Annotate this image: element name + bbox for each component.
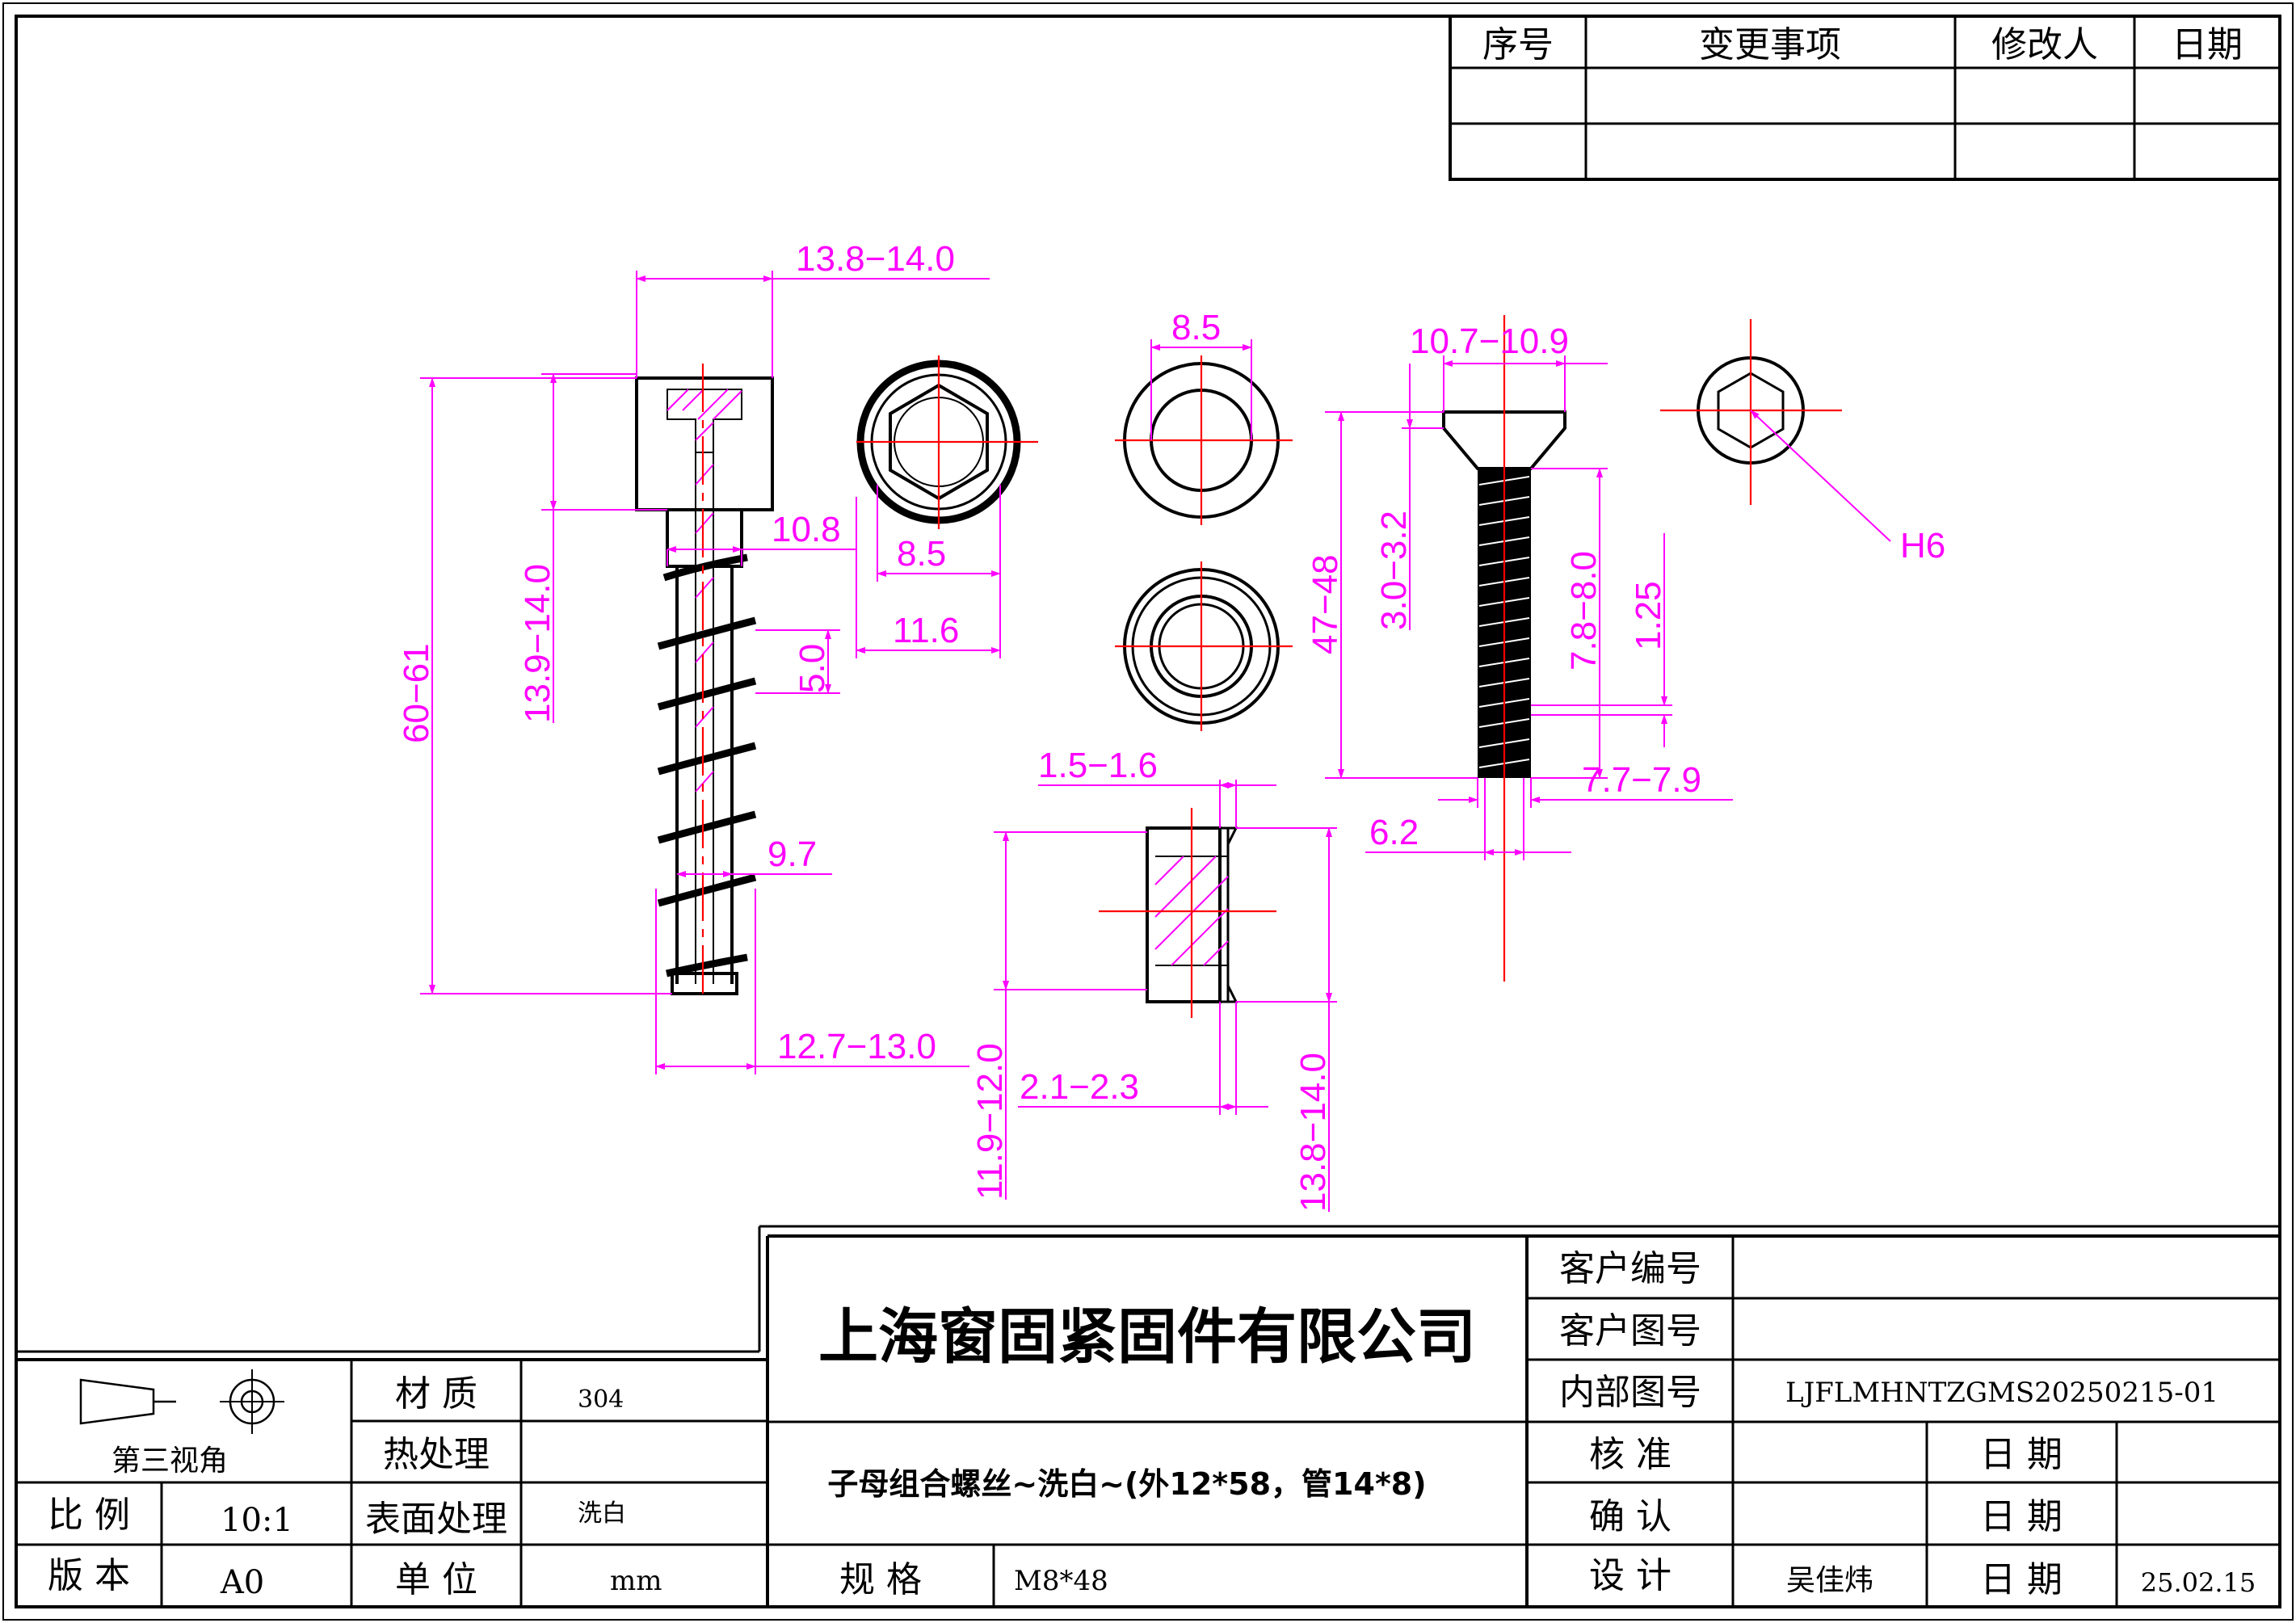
bolt-socket-view: H6 <box>1660 319 1945 566</box>
dim-sleeve-outer: 13.8−14.0 <box>1293 1053 1333 1212</box>
revision-header-item: 变更事项 <box>1699 24 1841 65</box>
version-value: A0 <box>220 1564 264 1601</box>
outer-screw-front-view <box>856 355 1038 529</box>
dim-hex-socket-size: H6 <box>1900 526 1945 566</box>
version-label: 版 本 <box>48 1555 130 1596</box>
revision-header-editor: 修改人 <box>1991 24 2098 65</box>
heat-treatment-label: 热处理 <box>383 1434 490 1475</box>
dim-hex-socket-front: 8.5 <box>897 534 946 574</box>
outer-screw-dimensions: 13.8−14.0 60−61 13.9−14.0 10.8 5.0 9.7 1… <box>397 239 990 1074</box>
dim-sleeve-wall: 2.1−2.3 <box>1020 1067 1139 1107</box>
unit-label: 单 位 <box>395 1559 477 1600</box>
title-block: 第三视角 材 质 304 热处理 表面处理 洗白 单 位 mm 比 例 10:1… <box>16 1225 2280 1607</box>
approve-label: 核 准 <box>1589 1434 1672 1475</box>
sleeve-section-dimensions: 1.5−1.6 11.9−12.0 2.1−2.3 13.8−14.0 <box>970 746 1337 1212</box>
dim-sleeve-flange-thickness: 1.5−1.6 <box>1038 746 1158 785</box>
dim-sleeve-length: 11.9−12.0 <box>970 1043 1010 1200</box>
dim-bolt-head-diameter: 10.7−10.9 <box>1410 322 1569 361</box>
scale-label: 比 例 <box>48 1495 130 1536</box>
company-name: 上海窗固紧固件有限公司 <box>818 1302 1476 1372</box>
revision-header-no: 序号 <box>1482 24 1554 65</box>
surface-treatment-value: 洗白 <box>578 1499 626 1528</box>
dim-thread-root: 9.7 <box>767 835 817 874</box>
dim-bolt-head-height: 3.0−3.2 <box>1374 511 1414 630</box>
design-date-label: 日 期 <box>1980 1559 2063 1600</box>
dim-neck-diameter: 10.8 <box>772 510 841 549</box>
dim-bolt-tip: 6.2 <box>1369 813 1419 852</box>
revision-table: 序号 变更事项 修改人 日期 <box>1449 15 2281 181</box>
confirm-label: 确 认 <box>1589 1496 1672 1537</box>
dim-bolt-major: 7.8−8.0 <box>1564 551 1604 671</box>
confirm-date-label: 日 期 <box>1980 1496 2063 1537</box>
dim-thread-major: 12.7−13.0 <box>777 1027 936 1066</box>
outer-screw-side-view <box>635 364 774 1002</box>
sleeve-end-views <box>1115 355 1293 731</box>
design-label: 设 计 <box>1589 1555 1672 1596</box>
sleeve-end-dimensions: 8.5 <box>1150 308 1252 440</box>
approve-date-label: 日 期 <box>1980 1434 2063 1475</box>
bolt-side-view <box>1442 315 1566 982</box>
scale-value: 10:1 <box>221 1502 293 1539</box>
projection-label: 第三视角 <box>111 1444 228 1478</box>
dim-bolt-length: 47−48 <box>1306 554 1345 654</box>
dim-screw-head-height: 13.9−14.0 <box>518 564 557 723</box>
internal-dwg-value: LJFLMHNTZGMS20250215-01 <box>1785 1377 2218 1409</box>
revision-header-date: 日期 <box>2172 24 2243 65</box>
third-angle-projection-icon <box>79 1369 284 1434</box>
dim-bolt-minor: 7.7−7.9 <box>1582 760 1701 800</box>
bolt-dimensions: 10.7−10.9 47−48 3.0−3.2 7.8−8.0 1.25 7.7… <box>1306 322 1733 860</box>
customer-dwg-label: 客户图号 <box>1559 1310 1701 1352</box>
designer-name: 吴佳炜 <box>1786 1564 1873 1597</box>
customer-no-label: 客户编号 <box>1559 1248 1701 1289</box>
surface-treatment-label: 表面处理 <box>365 1499 507 1540</box>
internal-dwg-label: 内部图号 <box>1559 1372 1701 1413</box>
spec-value: M8*48 <box>1014 1565 1108 1597</box>
sleeve-section-view <box>1099 808 1276 1018</box>
unit-value: mm <box>610 1565 662 1597</box>
spec-label: 规 格 <box>839 1559 922 1600</box>
inner-border <box>15 15 2281 1608</box>
dim-sleeve-inner: 8.5 <box>1171 308 1221 347</box>
dim-head-front-diameter: 11.6 <box>893 611 959 650</box>
dim-bolt-pitch: 1.25 <box>1629 581 1668 650</box>
material-value: 304 <box>578 1385 624 1414</box>
part-name: 子母组合螺丝~洗白~(外12*58，管14*8) <box>827 1466 1426 1502</box>
dim-screw-length: 60−61 <box>397 643 436 743</box>
outer-screw-front-dimensions: 8.5 11.6 <box>856 485 1001 658</box>
material-label: 材 质 <box>395 1373 477 1415</box>
dim-thread-pitch: 5.0 <box>793 644 832 693</box>
design-date-value: 25.02.15 <box>2141 1567 2256 1598</box>
dim-screw-head-width: 13.8−14.0 <box>796 239 955 279</box>
